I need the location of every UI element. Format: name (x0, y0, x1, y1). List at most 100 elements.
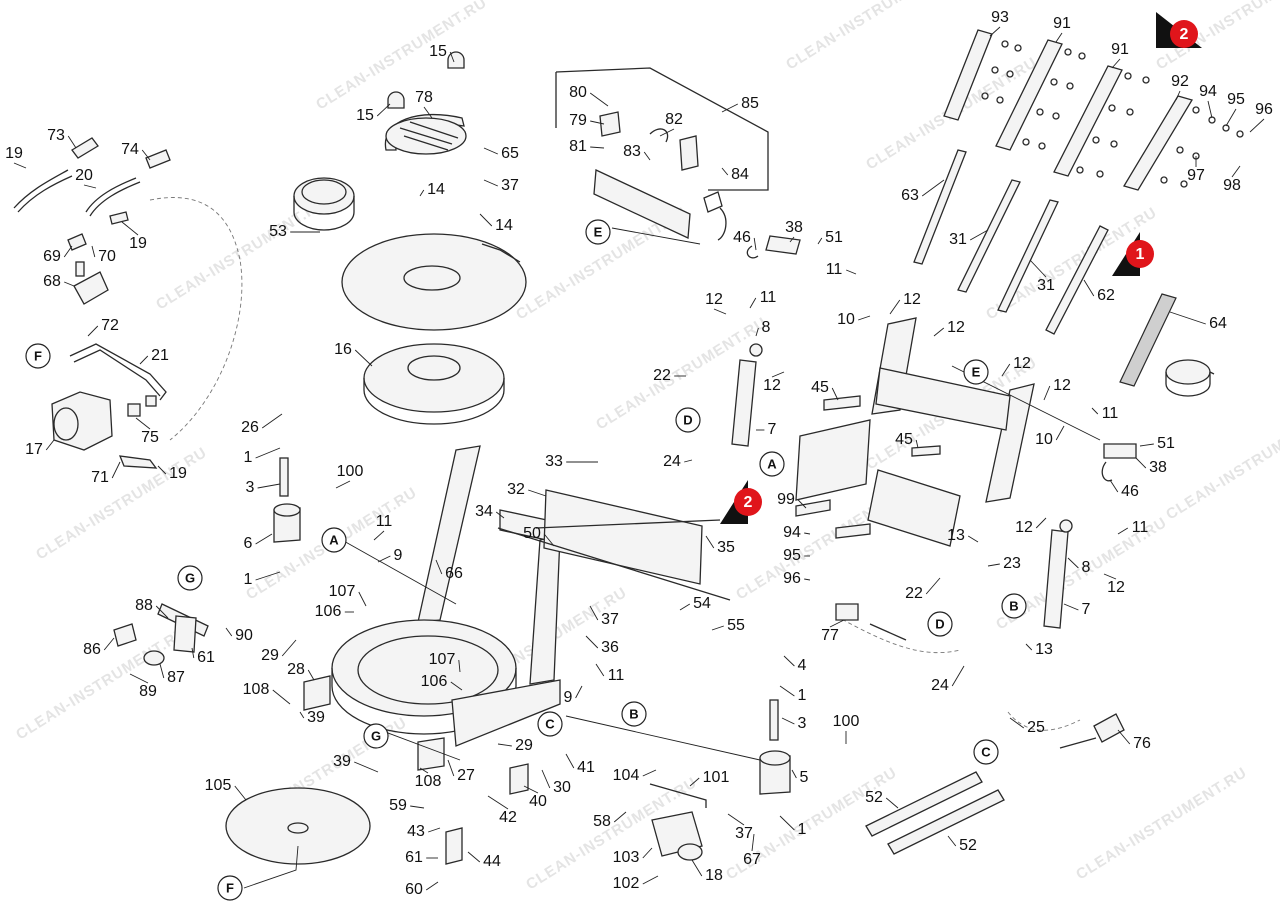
callout-number: 32 (507, 481, 525, 498)
callout-number: 72 (101, 317, 119, 334)
callout: 20 (75, 167, 97, 189)
callout-leader (458, 659, 461, 673)
hydraulic-pump (51, 343, 167, 469)
callout: 10 (1035, 425, 1065, 448)
callout-number: 100 (833, 713, 860, 730)
callout-leader (1001, 363, 1011, 377)
callout-leader (889, 299, 901, 315)
callout: 46 (733, 229, 757, 251)
reference-letter: D (675, 407, 701, 433)
callout-leader (969, 229, 989, 241)
callout-number: 12 (903, 291, 921, 308)
callout-leader (335, 480, 351, 489)
callout-leader (713, 308, 727, 315)
callout-leader (711, 625, 724, 631)
callout-leader (749, 297, 757, 309)
callout-number: 36 (601, 639, 619, 656)
callout-number: 12 (1013, 355, 1031, 372)
callout-number: 43 (407, 823, 425, 840)
callout-leader (157, 465, 167, 475)
reference-circle (537, 711, 563, 737)
callout: 3 (781, 715, 807, 732)
callout-leader (483, 179, 498, 187)
red-marker: 1 (1112, 232, 1154, 276)
reference-circle (1001, 593, 1027, 619)
callout: 16 (334, 341, 373, 367)
callout-leader (804, 532, 811, 535)
callout-number: 18 (705, 867, 723, 884)
callout: 95 (1225, 91, 1245, 127)
callout: 14 (479, 213, 513, 234)
callout: 21 (139, 347, 169, 365)
hopper-assembly (293, 51, 527, 331)
callout-number: 12 (1107, 579, 1125, 596)
callout: 11 (826, 261, 857, 278)
callout: 90 (225, 627, 253, 644)
callout: 62 (1083, 279, 1115, 304)
callout-leader (565, 753, 575, 769)
callout: 100 (335, 463, 363, 489)
callout-leader (585, 635, 599, 649)
callout-leader (1139, 443, 1154, 447)
callout: 108 (415, 767, 442, 790)
callout-number: 75 (141, 429, 159, 446)
callout-leader (779, 815, 795, 831)
callout-leader (659, 128, 675, 137)
callout: 51 (817, 229, 843, 246)
reference-letter-text: B (1009, 598, 1018, 613)
callout: 55 (711, 617, 745, 634)
callout-leader (1231, 165, 1241, 178)
callout-leader (1169, 311, 1206, 325)
callout-number: 108 (415, 773, 442, 790)
callout-number: 58 (593, 813, 611, 830)
callout-number: 12 (763, 377, 781, 394)
callout: 72 (87, 317, 119, 337)
marker-circle (1170, 20, 1198, 48)
callout: 86 (83, 637, 115, 658)
callout: 99 (777, 491, 807, 509)
callout-leader (933, 327, 945, 337)
callout-leader (495, 511, 505, 519)
callout: 11 (749, 289, 776, 309)
callout-number: 37 (601, 611, 619, 628)
callout: 39 (299, 709, 325, 726)
callout: 10 (837, 311, 871, 328)
callout: 13 (1025, 641, 1053, 658)
callout: 1 (244, 571, 281, 588)
callout-number: 64 (1209, 315, 1227, 332)
bottom-disc (225, 787, 371, 865)
callout-leader (261, 413, 283, 429)
spout-holders (273, 457, 791, 795)
callout-leader (1035, 517, 1047, 529)
callout-leader (45, 439, 55, 451)
callout-number: 39 (307, 709, 325, 726)
callout: 1 (779, 815, 807, 838)
callout-number: 105 (205, 777, 232, 794)
callout: 1 (779, 685, 807, 704)
callout-number: 8 (1082, 559, 1091, 576)
callout-number: 23 (1003, 555, 1021, 572)
callout: 44 (467, 851, 501, 870)
callout: 17 (25, 439, 55, 458)
callout-leader (87, 325, 99, 337)
callout-leader (155, 605, 169, 619)
callout-leader (307, 669, 315, 681)
callout-leader (779, 685, 795, 697)
callout-number: 1 (798, 821, 807, 838)
reference-letter-text: D (683, 412, 692, 427)
reference-letter-text: D (935, 616, 944, 631)
callout-leader (642, 847, 653, 859)
callout: 74 (121, 141, 151, 161)
callout: 46 (1109, 479, 1139, 500)
callout-number: 76 (1133, 735, 1151, 752)
callout: 82 (659, 111, 683, 137)
callout-leader (428, 827, 441, 833)
callout-leader (1063, 603, 1079, 611)
callout-leader (1029, 259, 1047, 278)
callout-number: 13 (1035, 641, 1053, 658)
callout-number: 12 (1053, 377, 1071, 394)
callout-leader (679, 603, 691, 611)
callout-leader (987, 563, 1000, 567)
callout-leader (354, 349, 373, 367)
callout-number: 29 (261, 647, 279, 664)
